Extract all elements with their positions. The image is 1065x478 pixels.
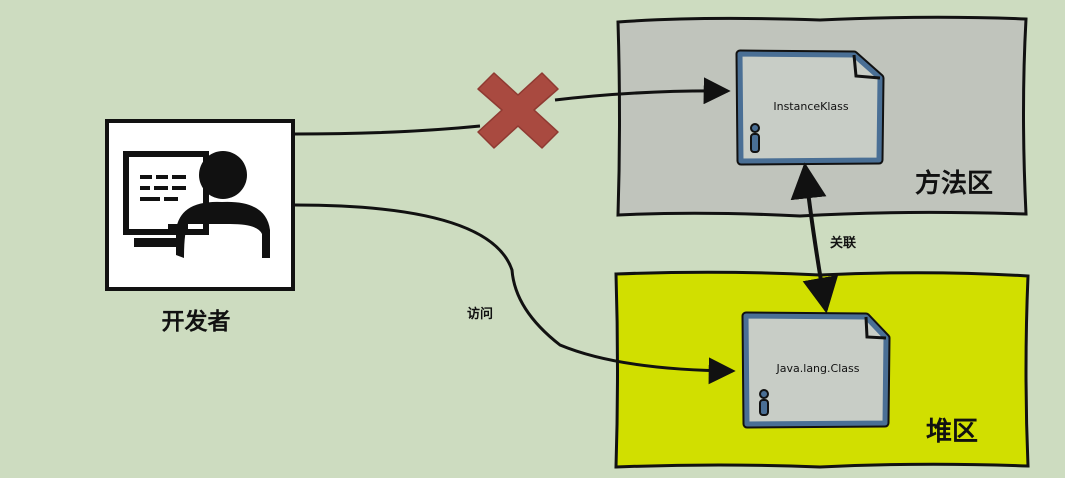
method-area-label: 方法区 xyxy=(915,168,993,199)
document-info-icon xyxy=(750,123,760,153)
instance-klass-node[interactable]: InstanceKlass xyxy=(735,49,885,166)
developer-label: 开发者 xyxy=(162,308,231,335)
access-edge: 访问 xyxy=(294,203,736,385)
association-edge: 关联 xyxy=(790,162,856,314)
developer-node[interactable]: 开发者 xyxy=(105,119,295,335)
java-class-node[interactable]: Java.lang.Class xyxy=(741,311,891,429)
document-info-icon xyxy=(759,389,769,416)
association-edge-label: 关联 xyxy=(830,235,856,251)
developer-at-computer-icon xyxy=(123,151,270,258)
java-class-label: Java.lang.Class xyxy=(776,362,860,375)
blocked-edge xyxy=(294,72,731,149)
instance-klass-label: InstanceKlass xyxy=(773,100,849,113)
heap-label: 堆区 xyxy=(926,417,978,447)
access-edge-label: 访问 xyxy=(467,306,493,322)
red-cross-icon xyxy=(477,72,559,149)
